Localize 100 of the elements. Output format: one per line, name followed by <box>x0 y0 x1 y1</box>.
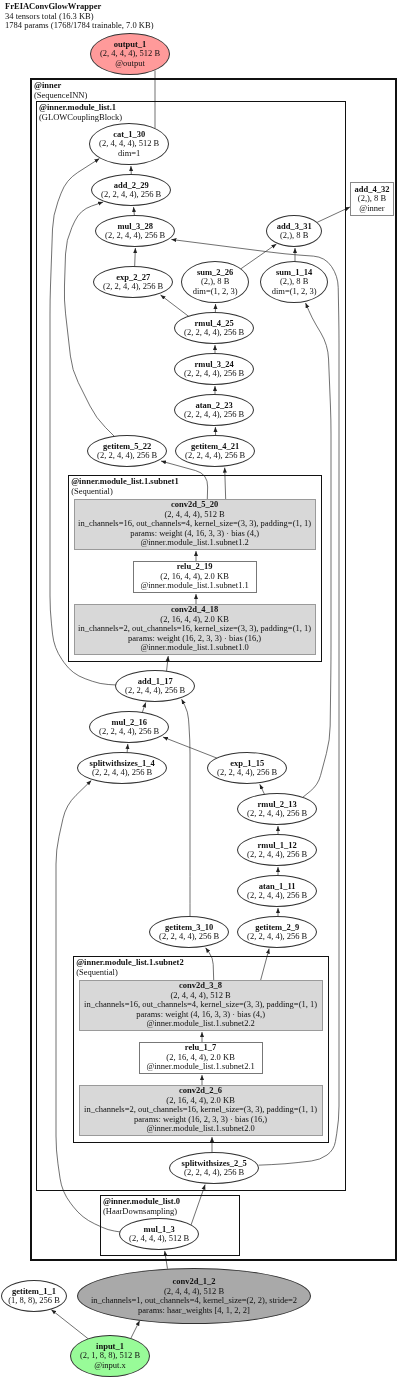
node-detail: params: haar_weights [4, 1, 2, 2] <box>138 1305 250 1315</box>
node-detail: (2, 2, 4, 4), 256 B <box>247 932 308 942</box>
node-detail: params: weight (16, 2, 3, 3) · bias (16,) <box>134 1114 268 1125</box>
module-name: @inner <box>34 81 62 91</box>
node-name: mul_3_28 <box>117 221 153 232</box>
node-detail: (2, 4, 4, 4), 512 B <box>170 990 231 1001</box>
node-detail: (2, 2, 4, 4), 256 B <box>125 686 186 696</box>
node-name: rmul_3_24 <box>194 359 234 370</box>
node-detail: params: weight (4, 16, 3, 3) · bias (4,) <box>136 1009 265 1020</box>
module-class: (Sequential) <box>71 486 113 497</box>
node-detail: dim=(1, 2, 3) <box>271 286 317 297</box>
node-detail: in_channels=1, out_channels=4, kernel_size=(2, 2), stride=2 <box>90 1296 298 1306</box>
node-name: add_2_29 <box>113 180 149 191</box>
layer-node <box>73 498 316 550</box>
summary-line: 34 tensors total (16.3 KB) <box>5 11 94 21</box>
layer-node <box>73 603 316 655</box>
node-detail: @inner.module_list.1.subnet2.2 <box>146 1019 255 1029</box>
node-name: exp_1_15 <box>230 758 265 769</box>
node-detail: (2, 4, 4, 4), 512 B <box>129 1234 190 1244</box>
node-detail: (2,), 8 B <box>280 231 309 241</box>
node-detail: (2, 2, 4, 4), 256 B <box>99 727 160 737</box>
node-name: atan_1_11 <box>258 881 296 892</box>
node-detail: (2, 2, 4, 4), 256 B <box>184 1168 245 1178</box>
module-container <box>30 78 397 1261</box>
node-detail: @output <box>115 58 145 69</box>
node-name: input_1 <box>96 1341 124 1352</box>
node-name: conv2d_5_20 <box>170 500 219 510</box>
node-detail: @inner.module_list.1.subnet2.1 <box>146 1062 255 1072</box>
node-detail: (2, 1, 8, 8), 512 B <box>79 1351 141 1361</box>
module-name: @inner.module_list.1 <box>39 103 117 113</box>
module-class: (SequenceINN) <box>34 90 88 100</box>
node-detail: dim=(1, 2, 3) <box>192 286 238 297</box>
layer-node <box>78 979 323 1031</box>
node-name: relu_1_7 <box>184 1043 217 1053</box>
node-detail: (2, 2, 4, 4), 256 B <box>92 768 153 778</box>
module-class: (GLOWCouplingBlock) <box>39 112 123 122</box>
node-name: output_1 <box>113 39 147 50</box>
node-name: rmul_1_12 <box>257 840 297 851</box>
connector-line <box>154 70 156 129</box>
module-name: @inner.module_list.1.subnet2 <box>76 958 184 968</box>
node-name: atan_2_23 <box>195 400 233 411</box>
node-detail: in_channels=16, out_channels=4, kernel_size=(3, 3), padding=(1, 1) <box>84 1000 318 1010</box>
node-name: exp_2_27 <box>116 272 151 283</box>
module-container <box>100 1195 240 1256</box>
node-detail: (2, 2, 4, 4), 256 B <box>97 451 158 461</box>
node-detail: (2, 2, 4, 4), 256 B <box>184 328 245 338</box>
module-class: (HaarDownsampling) <box>103 1206 178 1216</box>
node-detail: @inner.module_list.1.subnet1.0 <box>140 643 249 653</box>
node-detail: (2, 4, 4, 4), 512 B <box>164 509 225 520</box>
node-detail: in_channels=2, out_channels=16, kernel_size=(3, 3), padding=(1, 1) <box>84 1105 318 1115</box>
module-container <box>68 475 323 663</box>
node-name: getitem_5_22 <box>103 441 152 452</box>
module-container <box>36 101 346 1191</box>
node-detail: (2, 2, 4, 4), 256 B <box>101 190 162 200</box>
node-name: sum_2_26 <box>197 267 234 278</box>
node-name: sum_1_14 <box>276 267 313 278</box>
tensor-node <box>175 435 256 468</box>
node-name: add_1_17 <box>137 676 173 687</box>
node-detail: @inner.module_list.1.subnet1.2 <box>140 538 249 548</box>
tensor-node <box>350 182 394 216</box>
node-name: getitem_2_9 <box>255 922 300 933</box>
node-name: cat_1_30 <box>113 129 146 140</box>
node-detail: (2, 2, 4, 4), 256 B <box>184 369 245 379</box>
layer-node <box>78 1084 323 1136</box>
node-detail: (2, 2, 4, 4), 256 B <box>185 451 246 461</box>
node-detail: in_channels=2, out_channels=16, kernel_size=(3, 3), padding=(1, 1) <box>78 624 312 634</box>
node-detail: (2, 2, 4, 4), 256 B <box>103 282 164 292</box>
node-detail: (2, 4, 4, 4), 512 B <box>99 49 161 59</box>
node-detail: (2,), 8 B <box>357 194 387 204</box>
node-name: conv2d_3_8 <box>179 981 223 991</box>
tensor-node <box>132 560 257 593</box>
tensor-node <box>138 1041 263 1074</box>
node-name: conv2d_1_2 <box>172 1277 216 1287</box>
node-name: getitem_4_21 <box>191 441 240 452</box>
node-detail: (2,), 8 B <box>201 277 230 287</box>
node-detail: @inner.module_list.1.subnet1.1 <box>140 581 249 591</box>
module-name: @inner.module_list.1.subnet1 <box>71 477 179 487</box>
node-detail: (2, 4, 4, 4), 512 B <box>99 139 160 149</box>
diagram-title: FrEIAConvGlowWrapper <box>5 2 102 12</box>
node-name: splitwithsizes_2_5 <box>181 1158 247 1169</box>
node-detail: (2,), 8 B <box>280 277 309 287</box>
node-name: add_3_31 <box>276 221 312 232</box>
module-class: (Sequential) <box>76 967 118 978</box>
node-name: mul_2_16 <box>111 717 147 728</box>
tensor-node <box>89 123 170 166</box>
node-detail: (2, 16, 4, 4), 2.0 KB <box>160 571 229 582</box>
node-name: splitwithsizes_1_4 <box>89 758 155 769</box>
node-detail: (2, 4, 4, 4), 512 B <box>163 1286 225 1296</box>
node-name: relu_2_19 <box>176 562 213 572</box>
node-detail: (2, 2, 4, 4), 256 B <box>217 768 278 778</box>
node-detail: @inner.module_list.1.subnet2.0 <box>146 1124 255 1134</box>
node-detail: (2, 2, 4, 4), 256 B <box>105 231 166 241</box>
node-detail: params: weight (16, 2, 3, 3) · bias (16,) <box>128 633 262 644</box>
node-name: getitem_3_10 <box>165 922 214 933</box>
node-detail: (2, 2, 4, 4), 256 B <box>159 932 220 942</box>
node-name: rmul_4_25 <box>194 318 234 329</box>
node-detail: (2, 16, 4, 4), 2.0 KB <box>166 1052 235 1063</box>
tensor-node <box>89 711 170 744</box>
node-detail: @input.x <box>94 1360 126 1371</box>
tensor-node <box>87 435 168 468</box>
